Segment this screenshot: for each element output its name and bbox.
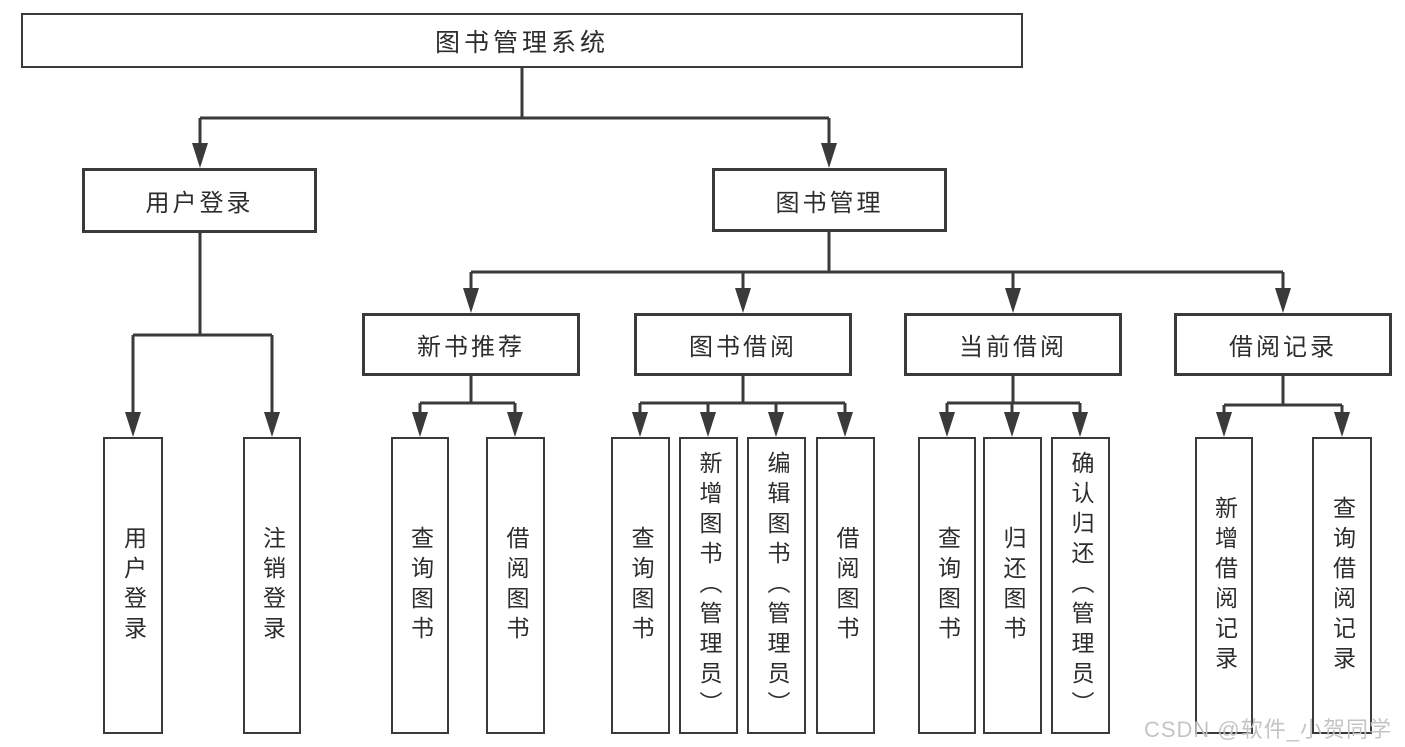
node-new-book-recommendation: 新书推荐 xyxy=(362,313,580,376)
leaf-add-borrow-record: 新增借阅记录 xyxy=(1195,437,1253,734)
leaf-borrow-books-borrowing: 借阅图书 xyxy=(816,437,875,734)
connector-path xyxy=(131,68,1344,420)
leaf-user-login: 用户登录 xyxy=(103,437,163,734)
leaf-return-books: 归还图书 xyxy=(983,437,1042,734)
csdn-watermark: CSDN @软件_小贺同学 xyxy=(1143,717,1392,742)
leaf-borrow-books-recommend: 借阅图书 xyxy=(486,437,545,734)
leaf-confirm-return-admin: 确认归还（管理员） xyxy=(1051,437,1110,734)
node-book-borrowing: 图书借阅 xyxy=(634,313,852,376)
leaf-logout: 注销登录 xyxy=(243,437,301,734)
node-borrowing-records: 借阅记录 xyxy=(1174,313,1392,376)
leaf-query-books-borrowing: 查询图书 xyxy=(611,437,670,734)
node-current-borrowing: 当前借阅 xyxy=(904,313,1122,376)
leaf-add-book-admin: 新增图书（管理员） xyxy=(679,437,738,734)
node-user-login: 用户登录 xyxy=(82,168,317,233)
arrowheads xyxy=(125,143,1350,437)
node-library-system: 图书管理系统 xyxy=(21,13,1023,68)
node-book-management: 图书管理 xyxy=(712,168,947,232)
leaf-edit-book-admin: 编辑图书（管理员） xyxy=(747,437,806,734)
leaf-query-books-current: 查询图书 xyxy=(918,437,976,734)
leaf-query-books-recommend: 查询图书 xyxy=(391,437,449,734)
leaf-query-borrow-record: 查询借阅记录 xyxy=(1312,437,1372,734)
